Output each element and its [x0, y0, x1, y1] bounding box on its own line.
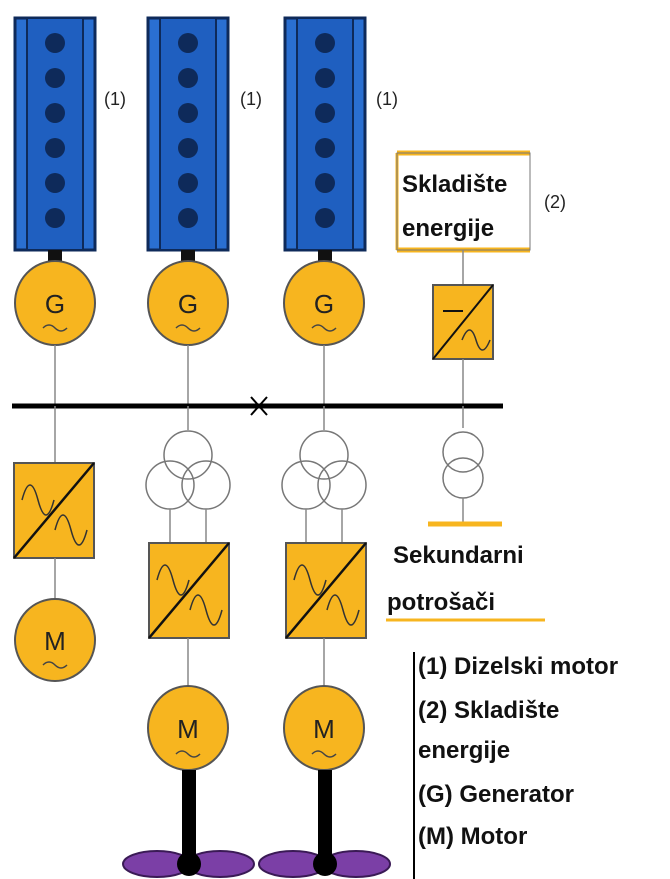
- motor-symbol: M: [313, 714, 335, 744]
- storage-converter: [432, 284, 494, 360]
- engine-tag-1: (1): [104, 89, 126, 109]
- cylinder: [315, 138, 335, 158]
- engine-shaft: [318, 250, 332, 262]
- generator-3: G: [283, 260, 365, 346]
- engine-tag-3: (1): [376, 89, 398, 109]
- propeller-shaft: [182, 770, 196, 858]
- cylinder: [45, 103, 65, 123]
- cylinder: [45, 33, 65, 53]
- storage-label-line1: Skladište: [402, 171, 507, 198]
- sine-icon: [311, 324, 337, 332]
- legend-item-storage-cont: energije: [418, 737, 510, 764]
- diesel-engine-3: [283, 16, 367, 262]
- frequency-converter-2: [148, 542, 230, 639]
- motor-symbol: M: [44, 626, 66, 656]
- cylinder: [315, 173, 335, 193]
- generator-symbol: G: [314, 289, 334, 319]
- sine-icon: [175, 324, 201, 332]
- engine-tag-2: (1): [240, 89, 262, 109]
- cylinder: [315, 208, 335, 228]
- cylinder: [178, 138, 198, 158]
- cylinder: [315, 33, 335, 53]
- cylinder: [45, 138, 65, 158]
- secondary-label-line1: Sekundarni: [393, 542, 524, 569]
- frequency-converter-3: [285, 542, 367, 639]
- sine-icon: [156, 564, 190, 596]
- sine-icon: [54, 514, 88, 546]
- sine-icon: [461, 329, 491, 351]
- cylinder: [178, 68, 198, 88]
- storage-label-line2: energije: [402, 215, 494, 242]
- motor-1: M: [14, 598, 96, 682]
- cylinder: [178, 103, 198, 123]
- generator-1: G: [14, 260, 96, 346]
- secondary-label-line2: potrošači: [387, 589, 495, 616]
- legend-item-generator: (G) Generator: [418, 781, 574, 808]
- motor-symbol: M: [177, 714, 199, 744]
- legend-item-storage: (2) Skladište: [418, 697, 559, 724]
- cylinder: [315, 68, 335, 88]
- diesel-engine-1: [13, 16, 97, 262]
- cylinder: [178, 208, 198, 228]
- cylinder: [178, 33, 198, 53]
- generator-symbol: G: [45, 289, 65, 319]
- sine-icon: [326, 594, 360, 626]
- sine-icon: [42, 661, 68, 669]
- generator-symbol: G: [178, 289, 198, 319]
- storage-tag: (2): [544, 192, 566, 212]
- cylinder: [178, 173, 198, 193]
- cylinder: [45, 173, 65, 193]
- propeller-2: [258, 850, 391, 878]
- propeller-shaft: [318, 770, 332, 858]
- frequency-converter-1: [13, 462, 95, 559]
- sine-icon: [175, 750, 201, 758]
- two-winding-transformer: [442, 431, 484, 499]
- bus-breaker-icon: [250, 396, 268, 416]
- legend-item-motor: (M) Motor: [418, 823, 527, 850]
- engine-shaft: [48, 250, 62, 262]
- sine-icon: [311, 750, 337, 758]
- three-winding-transformer-1: [145, 430, 231, 510]
- legend-item-diesel: (1) Dizelski motor: [418, 653, 618, 680]
- sine-icon: [42, 324, 68, 332]
- cylinder: [45, 68, 65, 88]
- sine-icon: [189, 594, 223, 626]
- three-winding-transformer-2: [281, 430, 367, 510]
- sine-icon: [21, 484, 55, 516]
- generator-2: G: [147, 260, 229, 346]
- cylinder: [315, 103, 335, 123]
- motor-2: M: [147, 685, 229, 771]
- engine-shaft: [181, 250, 195, 262]
- propeller-1: [122, 850, 255, 878]
- diesel-engine-2: [146, 16, 230, 262]
- cylinder: [45, 208, 65, 228]
- motor-3: M: [283, 685, 365, 771]
- sine-icon: [293, 564, 327, 596]
